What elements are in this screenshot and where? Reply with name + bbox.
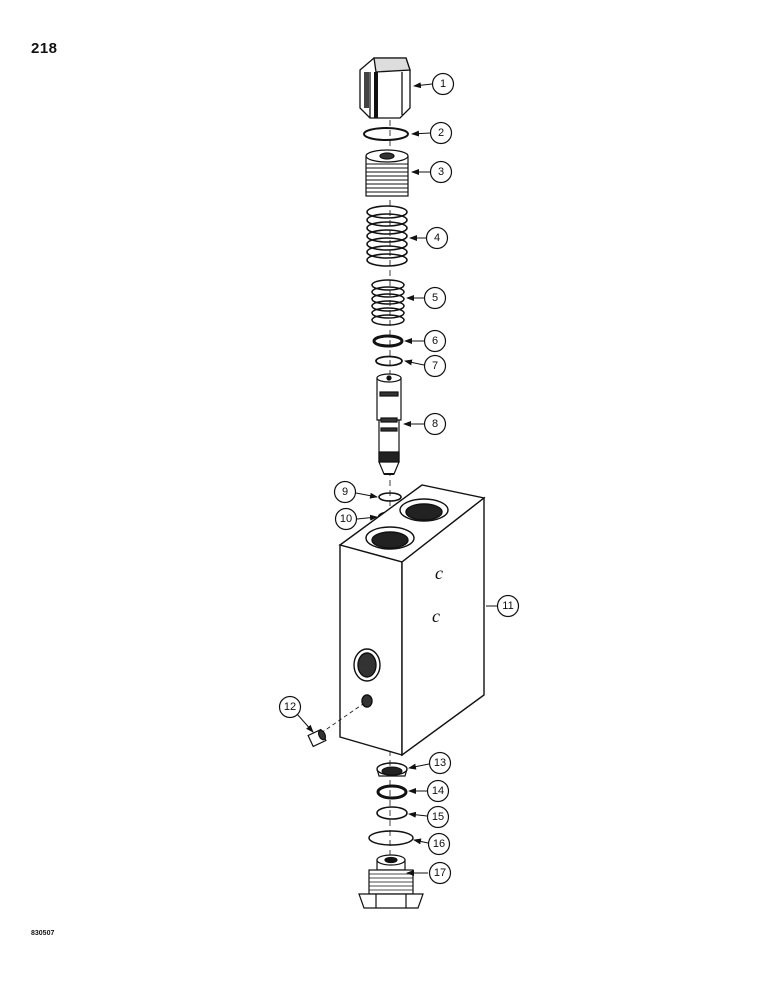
callout-1-label: 1 — [440, 78, 446, 90]
callout-8-label: 8 — [432, 418, 438, 430]
callout-4: 4 — [425, 226, 449, 250]
callout-9-label: 9 — [342, 486, 348, 498]
part-hex-cap — [359, 57, 411, 119]
callout-14-label: 14 — [432, 785, 444, 797]
page-number: 218 — [31, 40, 58, 57]
callout-15: 15 — [426, 805, 450, 829]
callout-10-label: 10 — [340, 513, 352, 525]
part-cup-seal — [376, 762, 408, 777]
part-valve-body — [338, 484, 486, 757]
callout-5: 5 — [423, 286, 447, 310]
callout-17-label: 17 — [434, 867, 446, 879]
callout-7-label: 7 — [432, 360, 438, 372]
callout-9: 9 — [333, 480, 357, 504]
callout-5-label: 5 — [432, 292, 438, 304]
part-poppet — [376, 373, 402, 475]
part-oring-16 — [368, 830, 414, 846]
callout-2: 2 — [429, 121, 453, 145]
callout-1: 1 — [431, 72, 455, 96]
callout-2-label: 2 — [438, 127, 444, 139]
figure-code: 830507 — [31, 930, 55, 937]
callout-4-label: 4 — [434, 232, 440, 244]
callout-13: 13 — [428, 751, 452, 775]
part-hex-plug — [358, 854, 424, 909]
callout-16-label: 16 — [433, 838, 445, 850]
callout-8: 8 — [423, 412, 447, 436]
part-oring-2 — [363, 127, 409, 141]
callout-16: 16 — [427, 832, 451, 856]
callout-12-label: 12 — [284, 701, 296, 713]
callout-10: 10 — [334, 507, 358, 531]
part-oring-7 — [375, 355, 403, 367]
callout-6-label: 6 — [432, 335, 438, 347]
callout-13-label: 13 — [434, 757, 446, 769]
leader-lines — [296, 82, 497, 876]
callout-11-label: 11 — [502, 600, 513, 612]
callout-17: 17 — [428, 861, 452, 885]
callout-3: 3 — [429, 160, 453, 184]
part-oring-9 — [378, 492, 402, 502]
part-spring-large — [366, 205, 408, 267]
part-backup-ring — [376, 784, 408, 800]
callout-6: 6 — [423, 329, 447, 353]
callout-7: 7 — [423, 354, 447, 378]
part-oring-15 — [376, 806, 408, 820]
callout-3-label: 3 — [438, 166, 444, 178]
callout-11: 11 — [496, 594, 520, 618]
body-marking-c-lower: c — [432, 606, 440, 626]
part-small-plug — [307, 703, 364, 748]
callout-15-label: 15 — [432, 811, 444, 823]
part-spring-small — [371, 279, 405, 326]
part-washer-6 — [372, 334, 404, 348]
callout-14: 14 — [426, 779, 450, 803]
callout-12: 12 — [278, 695, 302, 719]
body-marking-c-upper: c — [435, 563, 443, 583]
part-threaded-plug — [365, 149, 409, 197]
